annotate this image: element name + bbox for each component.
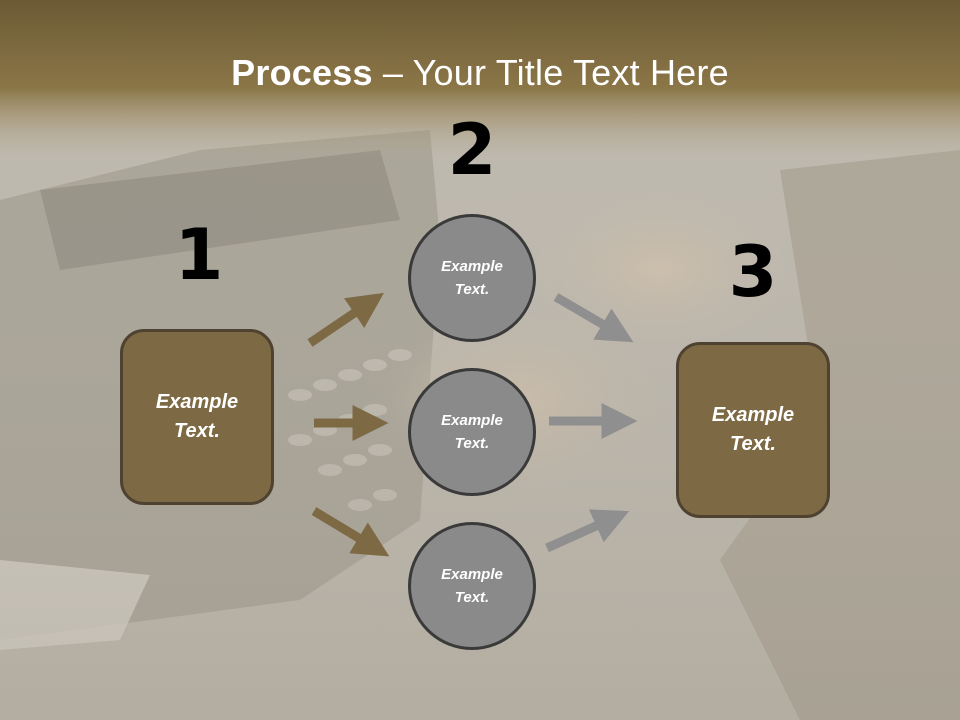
step-number-1: 1 xyxy=(174,214,224,296)
arrow-to-circle-top xyxy=(307,292,384,347)
step-number-2: 2 xyxy=(447,109,497,191)
circle-middle-line2: Text. xyxy=(454,435,490,452)
circle-top-line2: Text. xyxy=(454,281,490,298)
title-rest: – Your Title Text Here xyxy=(372,52,729,93)
step-number-3: 3 xyxy=(728,231,778,313)
step-3-text-line1: Example xyxy=(711,404,795,426)
title-strong: Process xyxy=(231,52,373,93)
arrow-to-circle-bottom xyxy=(311,507,390,557)
step-1-text-line2: Text. xyxy=(174,420,220,442)
circle-bottom-line2: Text. xyxy=(454,589,490,606)
step-3-text-line2: Text. xyxy=(730,433,776,455)
arrow-from-circle-bottom xyxy=(545,509,630,553)
slide-title: Process – Your Title Text Here xyxy=(0,52,960,94)
step-1-text-line1: Example xyxy=(155,391,239,413)
arrow-from-circle-top xyxy=(553,293,634,343)
circle-bottom-line1: Example xyxy=(441,566,503,583)
circle-middle-line1: Example xyxy=(441,412,503,429)
circle-top-line1: Example xyxy=(441,258,503,275)
